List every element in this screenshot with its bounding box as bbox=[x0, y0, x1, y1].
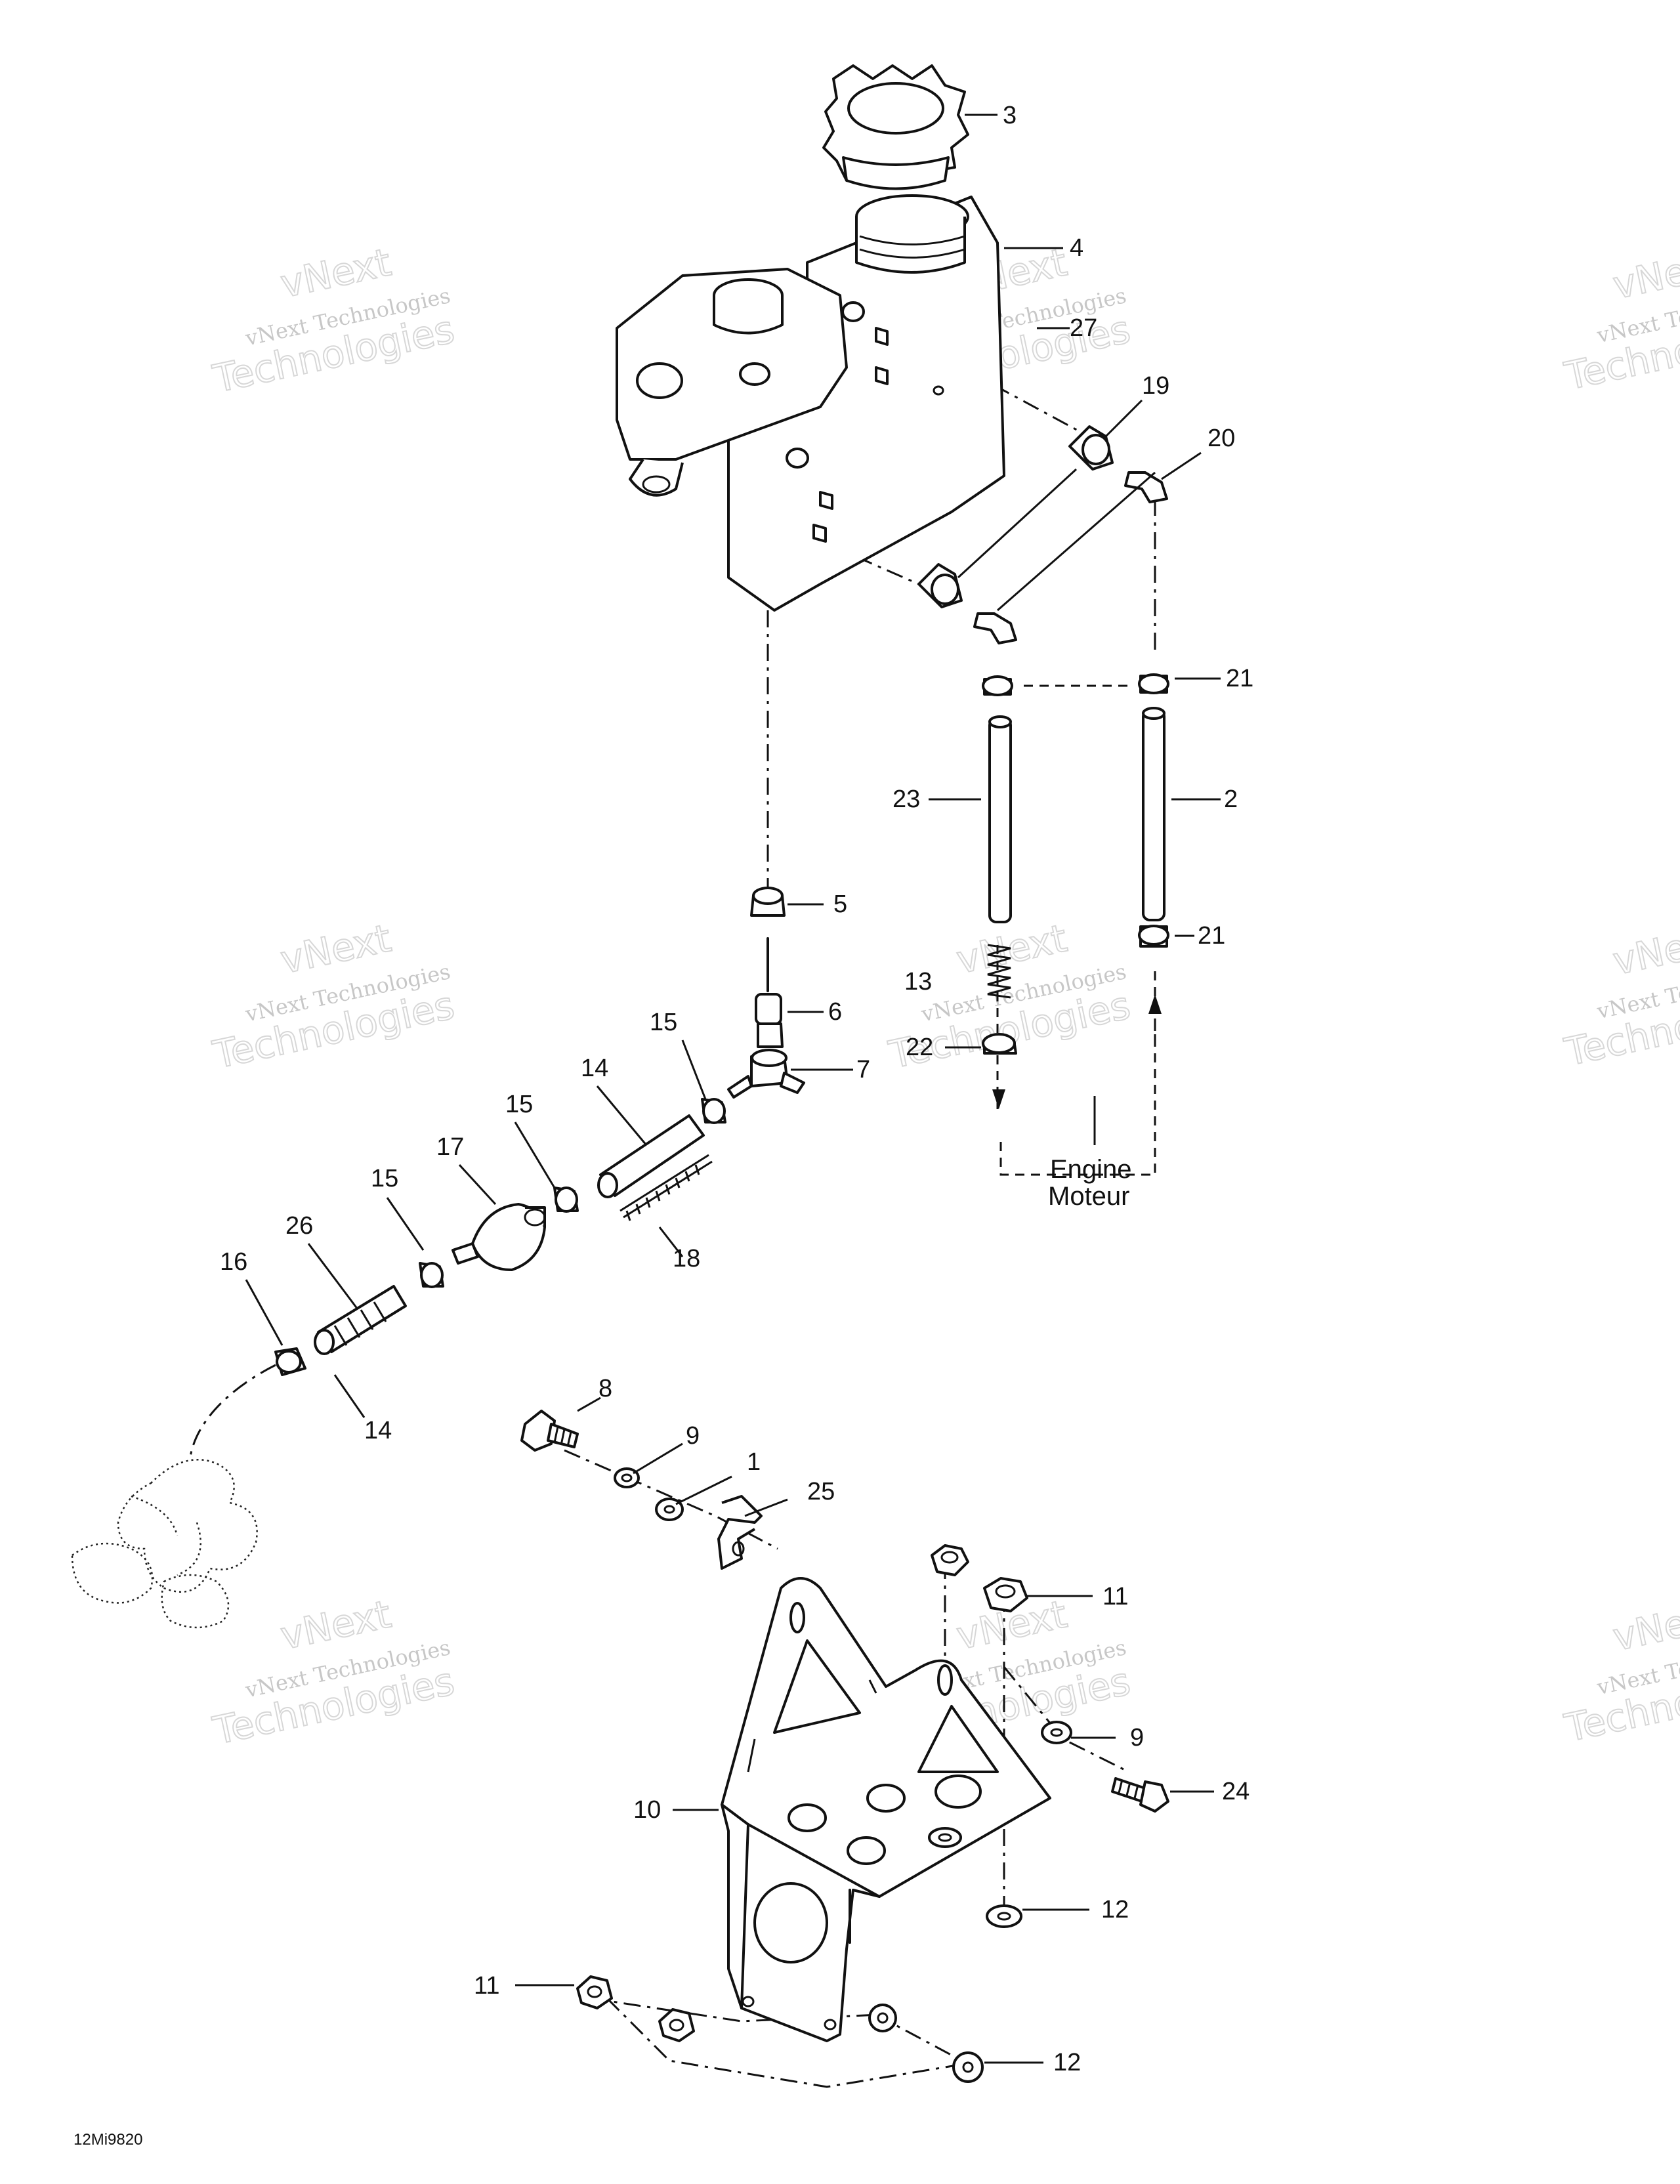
engine-label: Engine Moteur bbox=[1048, 1096, 1132, 1211]
callout-11: 11 bbox=[474, 1972, 499, 2000]
callout-13: 13 bbox=[904, 968, 932, 996]
callout-16: 16 bbox=[220, 1248, 247, 1276]
callout-labels: 3 4 27 19 20 21 23 2 5 21 13 6 22 15 7 1… bbox=[220, 102, 1253, 2076]
engine-label-line2: Moteur bbox=[1048, 1182, 1130, 1211]
callout-27: 27 bbox=[1070, 314, 1097, 342]
callout-9: 9 bbox=[686, 1422, 700, 1450]
callout-10: 10 bbox=[633, 1796, 661, 1824]
callout-26: 26 bbox=[285, 1212, 313, 1240]
callout-14: 14 bbox=[364, 1417, 392, 1444]
nuts-washers bbox=[576, 1544, 1169, 2083]
callout-6: 6 bbox=[828, 998, 842, 1026]
callout-3: 3 bbox=[1003, 102, 1017, 129]
watermark-line1: vNext bbox=[1609, 241, 1680, 308]
mounting-bracket bbox=[721, 1577, 1051, 2042]
callout-12: 12 bbox=[1053, 2049, 1081, 2076]
watermark-line1: vNext bbox=[953, 915, 1071, 982]
callout-24: 24 bbox=[1222, 1778, 1250, 1805]
callout-15: 15 bbox=[505, 1091, 533, 1118]
callout-17: 17 bbox=[436, 1133, 464, 1161]
callout-5: 5 bbox=[833, 891, 847, 918]
oil-tank bbox=[616, 194, 1005, 612]
callout-12: 12 bbox=[1101, 1896, 1129, 1923]
bolt-hardware bbox=[520, 1410, 763, 1570]
leader-lines bbox=[245, 114, 1221, 2064]
hoses bbox=[982, 673, 1169, 1109]
fuel-line-assembly bbox=[274, 1098, 726, 1376]
callout-21: 21 bbox=[1226, 665, 1253, 692]
watermark-line1: vNext bbox=[277, 1591, 395, 1658]
callout-21: 21 bbox=[1198, 922, 1225, 950]
callout-8: 8 bbox=[598, 1375, 612, 1402]
fuel-fittings bbox=[727, 887, 805, 1099]
callout-2: 2 bbox=[1224, 786, 1238, 813]
callout-15: 15 bbox=[371, 1165, 398, 1192]
watermark-line1: vNext bbox=[1609, 1593, 1680, 1660]
callout-15: 15 bbox=[650, 1009, 677, 1036]
callout-19: 19 bbox=[1142, 372, 1169, 400]
callout-23: 23 bbox=[892, 786, 920, 813]
figure-code: 12Mi9820 bbox=[74, 2131, 142, 2149]
carburetor-outline bbox=[71, 1459, 258, 1629]
filler-cap bbox=[822, 64, 969, 190]
grommets-elbows bbox=[917, 425, 1168, 644]
engine-label-line1: Engine bbox=[1050, 1155, 1132, 1184]
callout-11: 11 bbox=[1102, 1583, 1128, 1610]
callout-1: 1 bbox=[747, 1448, 761, 1476]
callout-25: 25 bbox=[807, 1478, 835, 1505]
watermark-line1: vNext bbox=[277, 240, 395, 306]
callout-22: 22 bbox=[906, 1034, 933, 1061]
watermark-line1: vNext bbox=[1609, 917, 1680, 984]
callout-20: 20 bbox=[1208, 425, 1235, 452]
callout-9: 9 bbox=[1130, 1724, 1144, 1752]
callout-4: 4 bbox=[1070, 234, 1083, 262]
callout-18: 18 bbox=[673, 1245, 700, 1272]
callout-7: 7 bbox=[856, 1056, 870, 1083]
watermark-line1: vNext bbox=[277, 915, 395, 982]
callout-14: 14 bbox=[581, 1055, 608, 1082]
